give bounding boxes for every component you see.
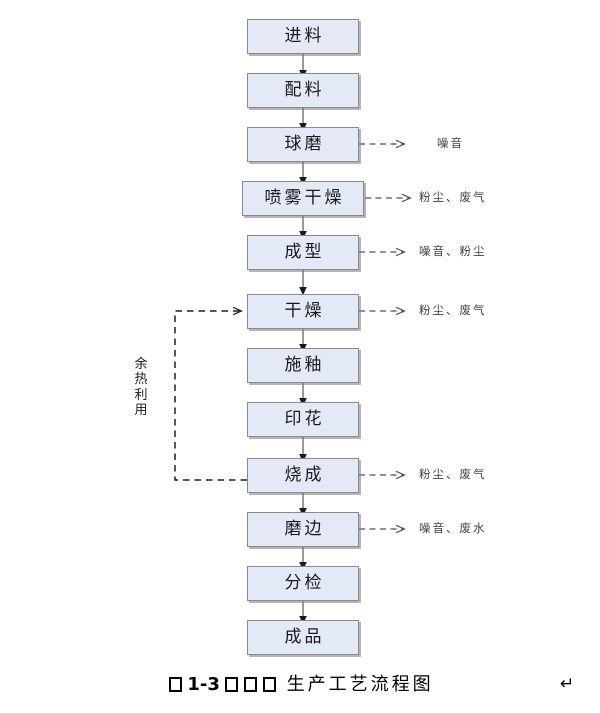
node-batching[interactable]: 配料 — [247, 73, 359, 108]
node-finished-product[interactable]: 成品 — [247, 620, 359, 655]
node-feed[interactable]: 进料 — [247, 19, 359, 54]
node-spray-drying[interactable]: 喷雾干燥 — [242, 181, 364, 216]
missing-glyph-box-4 — [262, 677, 276, 692]
emission-label-ball-mill: 噪音 — [437, 136, 464, 150]
node-forming[interactable]: 成型 — [247, 235, 359, 270]
emission-label-edge-grinding: 噪音、废水 — [419, 521, 487, 535]
figure-number: 1-3 — [187, 674, 220, 695]
emission-label-drying: 粉尘、废气 — [419, 303, 487, 317]
caption-text: 生产工艺流程图 — [286, 674, 434, 695]
node-drying[interactable]: 干燥 — [247, 294, 359, 329]
missing-glyph-box-1 — [169, 677, 183, 692]
emission-label-firing: 粉尘、废气 — [419, 467, 487, 481]
node-sorting[interactable]: 分检 — [247, 566, 359, 601]
figure-caption: 1-3 生产工艺流程图 — [0, 676, 600, 694]
node-ball-mill[interactable]: 球磨 — [247, 127, 359, 162]
emission-connectors — [359, 144, 410, 529]
waste-heat-recycle-path — [174, 311, 247, 481]
node-firing[interactable]: 烧成 — [247, 458, 359, 493]
node-glazing[interactable]: 施釉 — [247, 348, 359, 383]
emission-label-forming: 噪音、粉尘 — [419, 244, 487, 258]
missing-glyph-box-2 — [224, 677, 238, 692]
emission-label-spray-drying: 粉尘、废气 — [419, 190, 487, 204]
waste-heat-utilization-label: 余热利用 — [134, 357, 148, 418]
missing-glyph-box-3 — [243, 677, 257, 692]
node-printing[interactable]: 印花 — [247, 402, 359, 437]
node-edge-grinding[interactable]: 磨边 — [247, 512, 359, 547]
paragraph-mark: ↵ — [560, 674, 575, 694]
